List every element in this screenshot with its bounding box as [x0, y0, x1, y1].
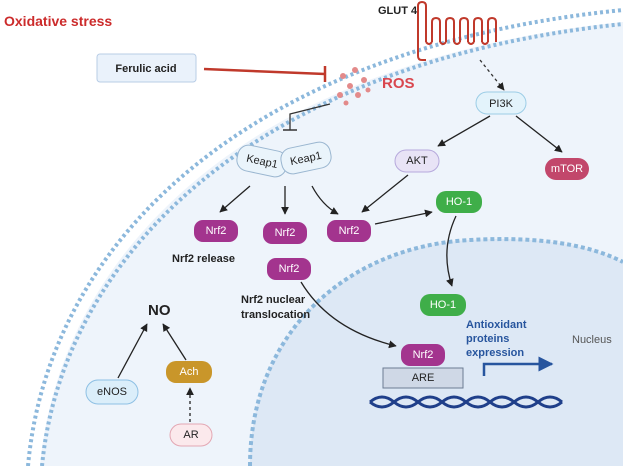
enos-node — [85, 379, 139, 405]
nrf2-label-c: Nrf2 — [339, 225, 360, 237]
nrf2-node-d — [267, 258, 311, 280]
nucleus-membrane — [248, 237, 623, 467]
pi3k-node — [475, 91, 527, 115]
nrf2-node-b — [263, 222, 307, 244]
glut4-label: GLUT 4 — [378, 5, 418, 17]
nrf2-to-ho1 — [374, 209, 433, 225]
nucleus-label: Nucleus — [572, 334, 612, 346]
ho1-node-cytoplasm — [436, 191, 482, 213]
ach-to-no — [162, 323, 187, 361]
ferulic-acid-box — [96, 53, 197, 83]
no-label: NO — [148, 302, 171, 319]
akt-label: AKT — [406, 155, 428, 167]
pi3k-to-mtor — [515, 115, 563, 153]
ros-inhibit-keap1 — [289, 103, 331, 130]
ho1-node-nucleus — [420, 294, 466, 316]
ho1-translocation-arrow — [446, 215, 457, 287]
ho1-label-nucleus: HO-1 — [430, 299, 456, 311]
nrf2-release-label: Nrf2 release — [172, 253, 235, 265]
mtor-label: mTOR — [551, 163, 583, 175]
nrf2-translocation-label-1: Nrf2 nuclear — [241, 294, 306, 306]
ros-label: ROS — [382, 75, 415, 92]
ar-node — [169, 423, 213, 447]
pi3k-to-akt — [437, 115, 491, 147]
ros-particles — [337, 67, 371, 106]
ferulic-inhibit-line — [203, 67, 326, 76]
oxidative-stress-label: Oxidative stress — [4, 13, 112, 29]
akt-to-nrf2 — [361, 174, 409, 213]
mtor-node — [545, 158, 589, 180]
are-label: ARE — [412, 372, 435, 384]
antioxidant-label-3: expression — [466, 347, 524, 359]
enos-label: eNOS — [97, 386, 127, 398]
nrf2-label-e: Nrf2 — [413, 349, 434, 361]
keap1-to-nrf2-a — [219, 185, 251, 213]
ach-node — [166, 361, 212, 383]
cell-membrane-inner — [40, 22, 623, 467]
expression-arrow — [482, 356, 554, 376]
nrf2-label-d: Nrf2 — [279, 263, 300, 275]
antioxidant-label-1: Antioxidant — [466, 319, 527, 331]
cell-membrane-outer — [26, 8, 623, 467]
nrf2-label-a: Nrf2 — [206, 225, 227, 237]
nrf2-node-e — [401, 344, 445, 366]
are-box — [382, 367, 464, 389]
dna-helix — [369, 395, 563, 409]
nrf2-node-a — [194, 220, 238, 242]
ferulic-acid-label: Ferulic acid — [115, 63, 176, 75]
keap1-complex — [236, 141, 332, 178]
enos-to-no — [117, 323, 148, 379]
glut4-transporter — [417, 0, 497, 61]
ach-label: Ach — [180, 366, 199, 378]
ar-label: AR — [183, 429, 198, 441]
ho1-label-cytoplasm: HO-1 — [446, 196, 472, 208]
antioxidant-label-2: proteins — [466, 333, 509, 345]
nrf2-translocation-arrow — [300, 281, 397, 349]
nrf2-label-b: Nrf2 — [275, 227, 296, 239]
nrf2-translocation-label-2: translocation — [241, 309, 310, 321]
keap1-to-nrf2-c — [311, 185, 339, 215]
akt-node — [394, 149, 440, 173]
nrf2-node-c — [327, 220, 371, 242]
glut4-to-pi3k — [479, 59, 505, 91]
pi3k-label: PI3K — [489, 98, 514, 110]
